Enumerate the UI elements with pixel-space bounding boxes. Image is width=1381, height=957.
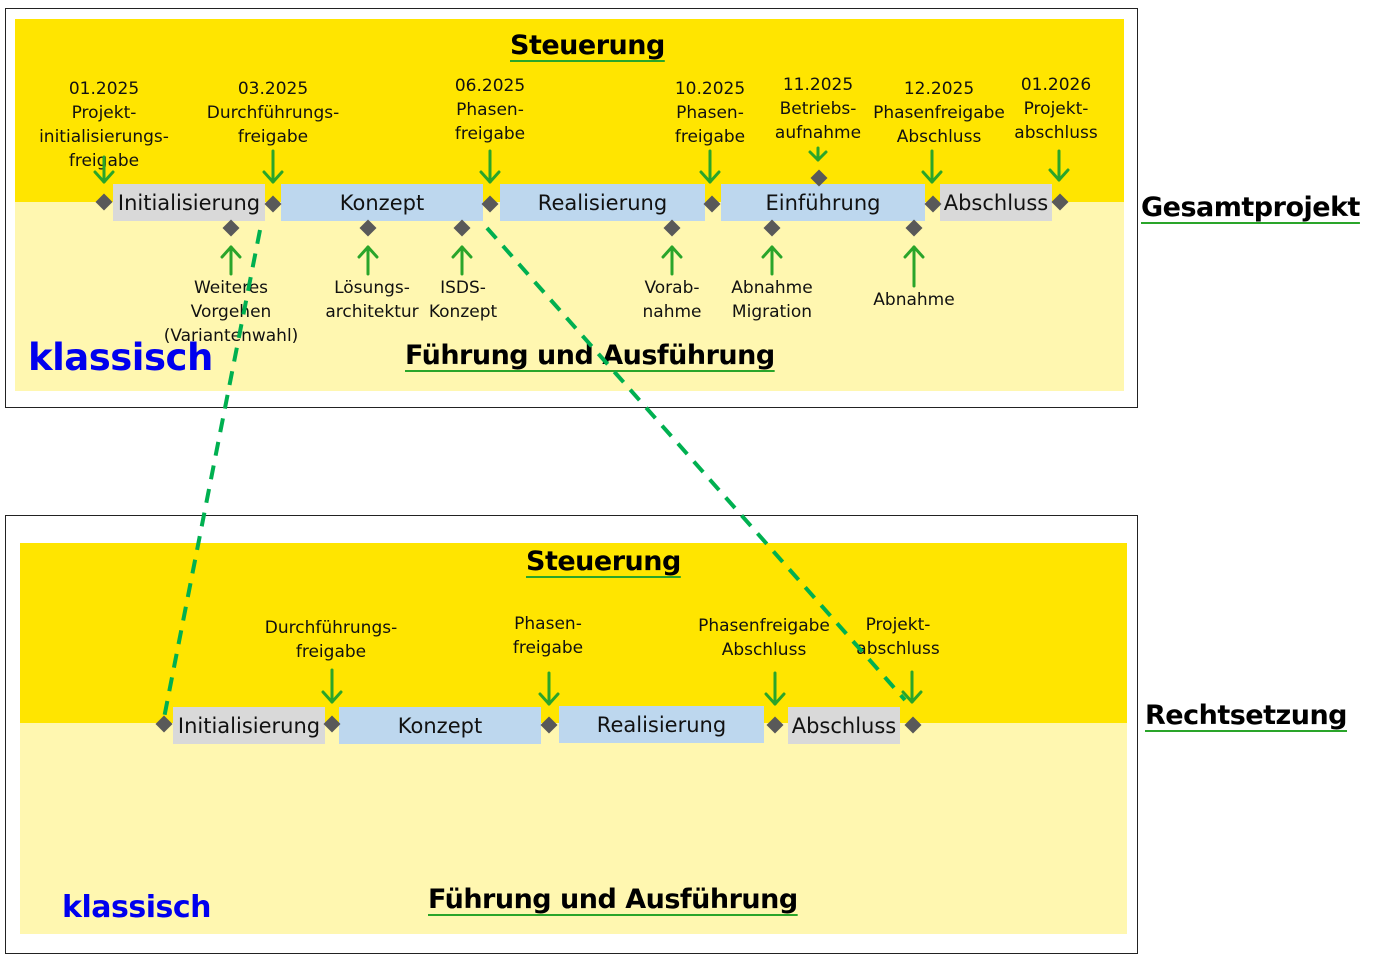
- side-label-gesamtprojekt: Gesamtprojekt: [1141, 192, 1360, 223]
- ausfuehrung-band-2: [20, 723, 1127, 934]
- milestone-date: 10.2025: [674, 79, 746, 99]
- milestone-label: Lösungs- architektur: [325, 278, 419, 322]
- milestone-label: Durchführungs- freigabe: [264, 618, 398, 662]
- milestone-label: 06.2025 Phasen- freigabe: [455, 74, 525, 146]
- milestone-label: Projekt- abschluss: [856, 615, 940, 659]
- side-label-rechtsetzung: Rechtsetzung: [1145, 700, 1348, 731]
- milestone-text: Durchführungs- freigabe: [206, 103, 340, 147]
- milestone-date: 12.2025: [903, 79, 975, 99]
- milestone-label: Phasenfreigabe Abschluss: [698, 616, 830, 660]
- milestone-date: 03.2025: [237, 79, 309, 99]
- milestone-text: Phasen- freigabe: [454, 100, 526, 144]
- phase-initialisierung: Initialisierung: [173, 707, 325, 744]
- milestone-label: 10.2025 Phasen- freigabe: [675, 77, 745, 149]
- phase-konzept: Konzept: [339, 707, 541, 744]
- steuerung-title-2: Steuerung: [526, 546, 681, 577]
- milestone-label: 12.2025 Phasenfreigabe Abschluss: [873, 77, 1005, 149]
- phase-einfuehrung: Einführung: [721, 184, 925, 221]
- milestone-label: ISDS- Konzept: [428, 278, 498, 322]
- phase-abschluss: Abschluss: [940, 184, 1052, 221]
- milestone-date: 01.2026: [1020, 75, 1092, 95]
- milestone-text: Projekt- abschluss: [1014, 99, 1098, 143]
- phase-abschluss: Abschluss: [788, 707, 900, 744]
- phase-realisierung: Realisierung: [500, 184, 705, 221]
- milestone-label: Vorab- nahme: [642, 278, 702, 322]
- milestone-label: 01.2025 Projekt- initialisierungs- freig…: [39, 77, 169, 173]
- milestone-date: 11.2025: [782, 75, 854, 95]
- ausfuehrung-title-1: Führung und Ausführung: [405, 340, 775, 371]
- milestone-date: 01.2025: [68, 79, 140, 99]
- phase-initialisierung: Initialisierung: [113, 184, 265, 221]
- milestone-label: 03.2025 Durchführungs- freigabe: [207, 77, 339, 149]
- milestone-text: Projekt- initialisierungs- freigabe: [39, 103, 169, 171]
- ausfuehrung-title-2: Führung und Ausführung: [428, 884, 798, 915]
- milestone-label: Phasen- freigabe: [512, 614, 584, 658]
- milestone-text: Phasen- freigabe: [674, 103, 746, 147]
- phase-realisierung: Realisierung: [559, 706, 764, 743]
- milestone-text: Betriebs- aufnahme: [774, 99, 862, 143]
- phase-konzept: Konzept: [281, 184, 483, 221]
- milestone-label: 01.2026 Projekt- abschluss: [1014, 73, 1097, 145]
- milestone-text: Phasenfreigabe Abschluss: [873, 103, 1005, 147]
- milestone-label: Abnahme Migration: [731, 278, 813, 322]
- steuerung-title-1: Steuerung: [510, 30, 665, 61]
- milestone-date: 06.2025: [454, 76, 526, 96]
- milestone-label: Weiteres Vorgehen (Variantenwahl): [163, 278, 299, 346]
- milestone-label: Abnahme: [873, 290, 955, 310]
- method-label-2: klassisch: [62, 890, 211, 925]
- milestone-label: 11.2025 Betriebs- aufnahme: [775, 73, 861, 145]
